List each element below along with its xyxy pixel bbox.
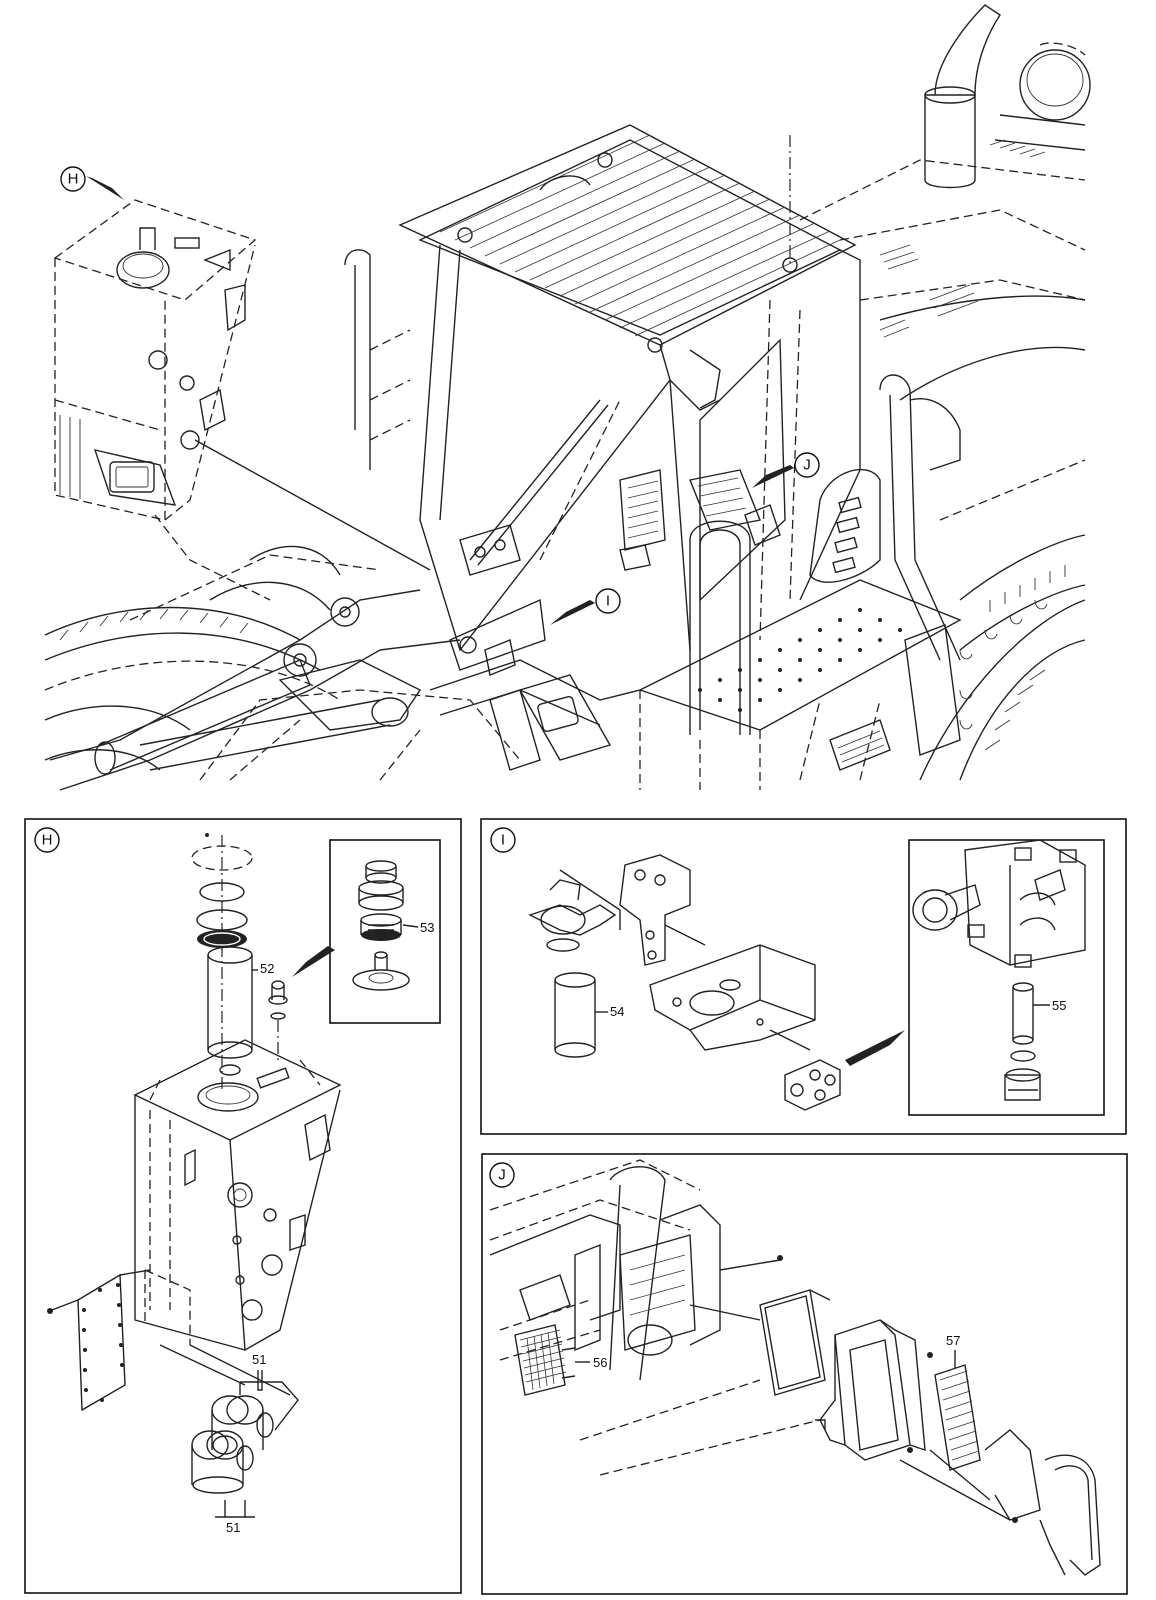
part-label-55: 55 (1052, 998, 1066, 1013)
part-label-56: 56 (593, 1355, 607, 1370)
cover-panel (984, 1429, 1101, 1576)
fresh-air-filter-56 (514, 1324, 590, 1396)
callout-H-overview: H (60, 166, 124, 200)
leader-J-c (899, 1459, 1011, 1521)
leader-line-tank (194, 439, 431, 571)
detail-panel-H: H 53 (24, 818, 462, 1594)
filter-head (528, 869, 621, 952)
part-label-57: 57 (946, 1333, 960, 1348)
hydraulic-tank-overview (53, 199, 271, 601)
callout-J-overview: J (752, 452, 820, 488)
leader-J-d (929, 1449, 991, 1501)
detail-panel-I: I 54 (480, 818, 1127, 1135)
part-label-52: 52 (260, 961, 274, 976)
part-label-53: 53 (420, 920, 434, 935)
svg-text:I: I (606, 593, 610, 610)
svg-text:J: J (803, 457, 811, 474)
recirculation-filter-57 (934, 1350, 981, 1471)
detail-H-inset (329, 839, 441, 1024)
detail-I-inset (908, 839, 1105, 1116)
hydraulic-tank-detail (133, 1039, 342, 1352)
part-label-51-top: 51 (252, 1352, 266, 1367)
manifold-block (912, 839, 1086, 968)
filter-housing (815, 1319, 933, 1461)
valve-plate (649, 944, 816, 1051)
front-wheel-left (44, 606, 341, 771)
detail-J-label: J (498, 1167, 506, 1184)
gasket-frame (759, 1289, 831, 1396)
part-label-54: 54 (610, 1004, 624, 1019)
valve-bracket-overview (449, 524, 546, 676)
valve-block (784, 1030, 905, 1111)
filter-element-52 (207, 946, 258, 1059)
detail-H-label: H (42, 832, 53, 849)
mounting-bracket (619, 854, 706, 966)
strainer-55 (1004, 982, 1050, 1101)
callout-I-overview: I (550, 588, 621, 625)
engine-hood (799, 4, 1091, 781)
loader-frame (49, 545, 641, 791)
filter-element-54 (554, 972, 608, 1058)
detail-panel-J: J 56 (481, 1153, 1128, 1595)
leader-J-b (599, 1419, 821, 1476)
magnet-elements-51 (191, 1370, 299, 1518)
strainer-valve-53 (352, 860, 419, 991)
detail-I-label: I (501, 832, 505, 849)
platform-perforation (698, 608, 902, 712)
lower-filter-housing (489, 674, 612, 771)
access-cover (47, 1269, 291, 1412)
cab (344, 124, 962, 790)
cab-interior (489, 1159, 783, 1381)
part-label-51-bottom: 51 (226, 1520, 240, 1535)
overview-machine: H I J (44, 4, 1091, 791)
svg-text:H: H (68, 171, 79, 188)
leader-J-a (579, 1379, 761, 1441)
